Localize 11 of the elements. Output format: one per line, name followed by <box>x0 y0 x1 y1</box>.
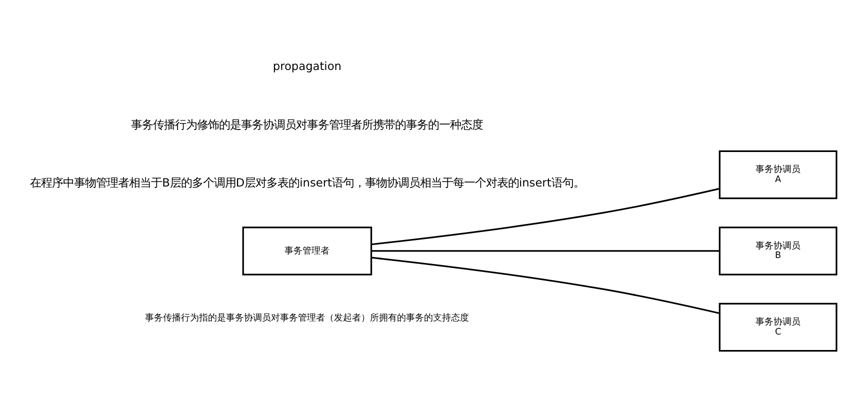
label: propagation <box>272 58 342 72</box>
connector <box>371 256 720 314</box>
label: 事务传播行为指的是事务协调员对事务管理者（发起者）所拥有的事务的支持态度 <box>145 313 470 324</box>
connector <box>371 187 720 245</box>
node-box: 事务协调员 A <box>718 150 838 199</box>
node-box: 事务管理者 <box>242 226 372 275</box>
label: 事务传播行为修饰的是事务协调员对事务管理者所携带的事务的一种态度 <box>131 116 484 131</box>
node-box: 事务协调员 C <box>718 302 838 352</box>
label: 在程序中事物管理者相当于B层的多个调用D层对多表的insert语句，事物协调员相当于每一个对表的insert语句。 <box>30 175 584 190</box>
connector <box>371 250 720 252</box>
node-box: 事务协调员 B <box>718 226 838 275</box>
